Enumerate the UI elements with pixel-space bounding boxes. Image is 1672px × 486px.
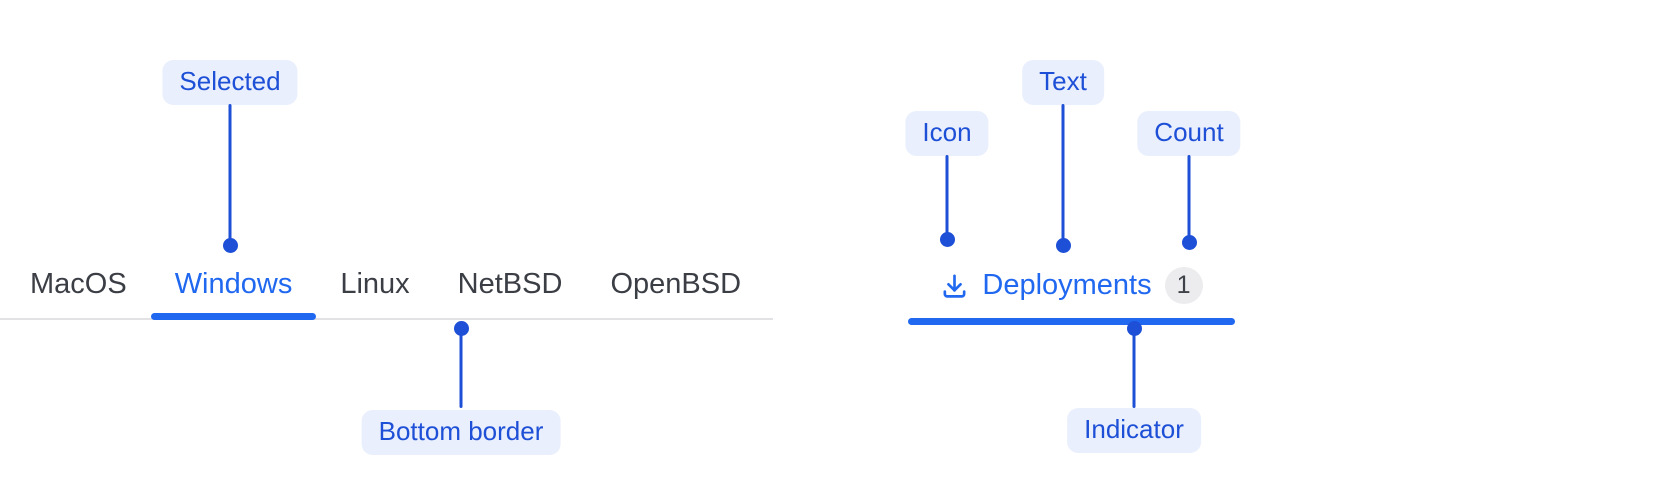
tab-windows[interactable]: Windows	[150, 250, 317, 320]
annotation-selected: Selected	[162, 60, 298, 105]
tab-label: Windows	[174, 267, 293, 300]
annotation-connector-selected	[228, 104, 232, 244]
annotation-text: Text	[1022, 60, 1104, 105]
count-badge: 1	[1164, 266, 1203, 304]
annotation-connector-icon	[945, 155, 949, 238]
annotation-connector-bottom-border	[459, 330, 463, 408]
annotation-connector-count	[1187, 155, 1191, 241]
annotation-connector-text	[1061, 104, 1065, 244]
tab-linux[interactable]: Linux	[316, 250, 433, 318]
tab-deployments[interactable]: Deployments 1	[908, 250, 1235, 325]
annotation-icon: Icon	[905, 111, 989, 156]
tab-list: MacOS Windows Linux NetBSD OpenBSD	[0, 250, 773, 320]
annotation-indicator: Indicator	[1067, 408, 1201, 453]
tab-netbsd[interactable]: NetBSD	[434, 250, 587, 318]
download-icon	[943, 274, 966, 298]
active-tab-indicator	[908, 318, 1235, 325]
tab-label: OpenBSD	[610, 267, 742, 300]
selected-tab-indicator	[150, 313, 317, 320]
tab-label: Linux	[340, 267, 410, 300]
tab-openbsd[interactable]: OpenBSD	[586, 250, 765, 318]
tab-label: Deployments	[982, 268, 1152, 301]
annotation-count: Count	[1137, 111, 1241, 156]
annotation-connector-indicator	[1132, 330, 1136, 408]
tab-label: NetBSD	[457, 267, 563, 300]
tab-macos[interactable]: MacOS	[6, 250, 151, 318]
tab-label: MacOS	[30, 267, 127, 300]
annotation-bottom-border: Bottom border	[361, 410, 561, 455]
